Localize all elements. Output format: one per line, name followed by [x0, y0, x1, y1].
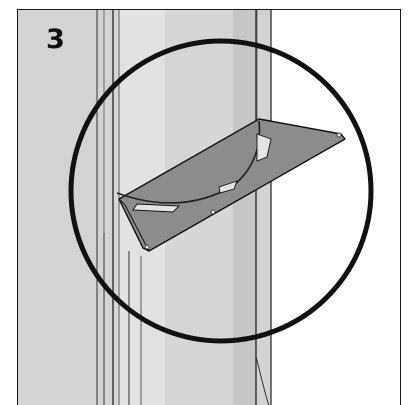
bracket-slot	[132, 203, 181, 213]
column-shadow	[233, 10, 256, 405]
bracket-hole	[210, 209, 216, 215]
detail-circle	[68, 38, 374, 344]
illustration-frame: 3	[17, 9, 401, 405]
bracket-slot	[218, 180, 238, 194]
step-number: 3	[46, 24, 65, 55]
bracket-slot	[256, 133, 272, 162]
assembly-illustration	[18, 10, 374, 405]
column-curve	[255, 355, 270, 405]
bracket-hole	[144, 244, 150, 250]
bracket-edge	[118, 198, 150, 252]
bracket-hole	[336, 132, 342, 138]
